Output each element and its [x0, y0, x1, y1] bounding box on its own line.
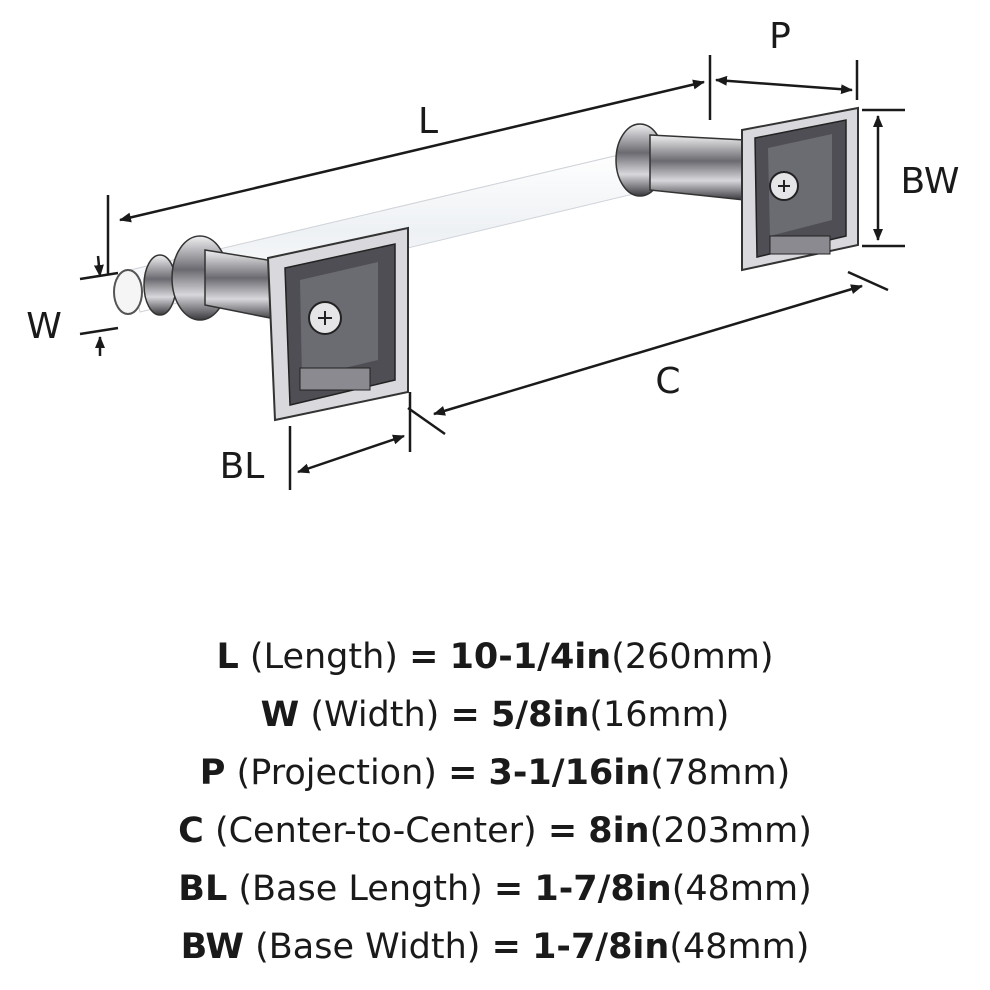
left-base [266, 226, 409, 422]
spec-metric: (78mm) [650, 753, 791, 793]
spec-imperial: 8in [588, 811, 650, 851]
spec-imperial: 1-7/8in [532, 927, 670, 967]
spec-imperial: 10-1/4in [449, 637, 612, 677]
spec-name: (Base Width) [255, 927, 481, 967]
dimension-label-p: P [769, 16, 791, 57]
spec-name: (Center-to-Center) [214, 811, 537, 851]
spec-metric: (16mm) [589, 695, 730, 735]
spec-equals: = [547, 811, 578, 851]
spec-metric: (48mm) [669, 927, 810, 967]
spec-name: (Length) [249, 637, 398, 677]
spec-projection: P (Projection) = 3-1/16in(78mm) [0, 744, 990, 802]
spec-name: (Width) [310, 695, 440, 735]
spec-imperial: 3-1/16in [488, 753, 651, 793]
handle-drawing [113, 106, 859, 422]
dimension-label-bl: BL [220, 446, 265, 487]
spec-imperial: 5/8in [490, 695, 590, 735]
product-dimension-diagram: L P BW W C BL [26, 16, 960, 490]
dimension-lines [79, 55, 905, 490]
spec-equals: = [491, 927, 521, 967]
spec-code: BW [180, 927, 244, 967]
spec-code: W [260, 695, 300, 735]
right-base [741, 106, 859, 272]
spec-code: C [178, 811, 204, 851]
right-post-arm [649, 134, 746, 201]
spec-equals: = [493, 869, 524, 909]
left-collar [143, 254, 177, 316]
spec-equals: = [450, 695, 480, 735]
spec-equals: = [409, 637, 439, 677]
spec-code: P [199, 753, 226, 793]
spec-base-length: BL (Base Length) = 1-7/8in(48mm) [0, 860, 990, 918]
spec-width: W (Width) = 5/8in(16mm) [0, 686, 990, 744]
spec-name: (Base Length) [238, 869, 483, 909]
spec-equals: = [448, 753, 478, 793]
spec-name: (Projection) [236, 753, 437, 793]
dimension-specs: L (Length) = 10-1/4in(260mm) W (Width) =… [0, 628, 990, 976]
spec-metric: (48mm) [671, 869, 812, 909]
dimension-label-bw: BW [900, 161, 959, 202]
spec-length: L (Length) = 10-1/4in(260mm) [0, 628, 990, 686]
spec-code: BL [178, 869, 228, 909]
spec-imperial: 1-7/8in [534, 869, 672, 909]
left-end-cap [113, 269, 143, 315]
dimension-label-l: L [418, 101, 438, 142]
spec-metric: (260mm) [611, 637, 774, 677]
spec-center-to-center: C (Center-to-Center) = 8in(203mm) [0, 802, 990, 860]
spec-metric: (203mm) [649, 811, 812, 851]
dimension-label-c: C [655, 361, 680, 402]
spec-code: L [216, 637, 239, 677]
spec-base-width: BW (Base Width) = 1-7/8in(48mm) [0, 918, 990, 976]
dimension-label-w: W [26, 306, 62, 347]
